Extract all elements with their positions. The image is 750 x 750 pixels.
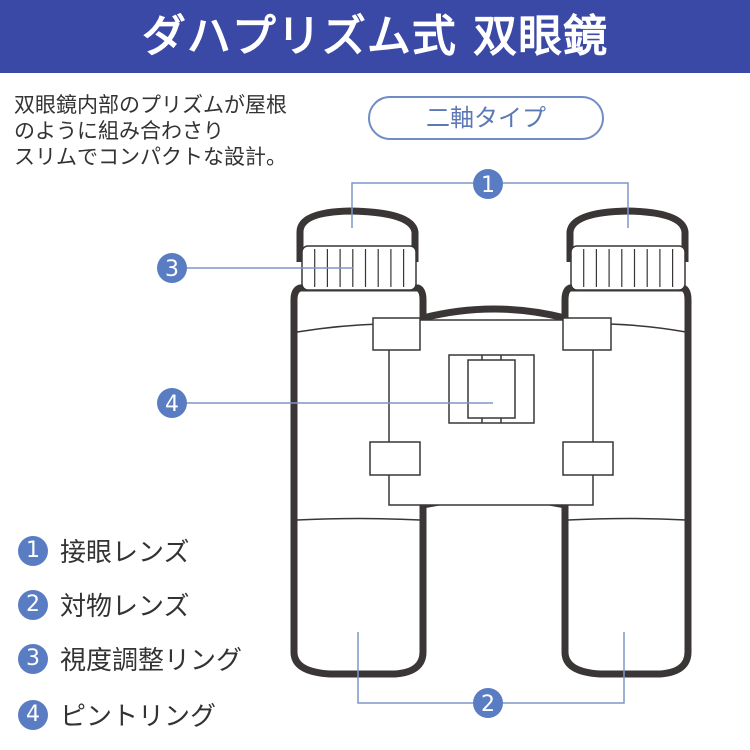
type-badge: 二軸タイプ [368,96,604,140]
hinge-block [562,441,614,476]
legend-label: ピントリング [60,702,217,732]
left-objective-barrel [290,512,427,678]
hinge-block [372,317,421,351]
description-line: のように組み合わさり [14,119,224,143]
description-line: スリムでコンパクトな設計。 [14,145,287,169]
legend-label: 対物レンズ [60,592,190,622]
right-focus-ring [570,245,686,291]
callout-3: 3 [157,253,187,283]
legend-item: 3 視度調整リング [18,640,242,677]
description-line: 双眼鏡内部のプリズムが屋根 [14,93,287,117]
svg-text:4: 4 [165,392,179,417]
legend-item: 1 接眼レンズ [18,532,189,569]
legend-label: 視度調整リング [60,646,243,676]
svg-text:2: 2 [481,692,495,717]
callout-4: 4 [157,388,187,418]
legend-label: 接眼レンズ [60,538,190,568]
legend-number: 1 [18,535,48,566]
legend-number: 2 [18,589,48,620]
legend-number: 3 [18,643,48,674]
callouts: 1 3 4 2 [157,169,503,718]
legend-number: 4 [18,699,48,730]
svg-text:3: 3 [165,257,179,282]
hinge-block [562,317,612,351]
hinge-block [369,441,421,476]
svg-text:1: 1 [481,173,495,198]
focus-wheel [467,359,516,419]
details [296,245,687,521]
page-title: ダハプリズム式 双眼鏡 [0,0,750,73]
description: 双眼鏡内部のプリズムが屋根 のように組み合わさり スリムでコンパクトな設計。 [14,92,287,170]
callout-2: 2 [473,688,503,718]
callout-1: 1 [473,169,503,199]
legend-item: 4 ピントリング [18,696,216,733]
right-objective-barrel [561,512,692,678]
legend-item: 2 対物レンズ [18,586,189,623]
focus-ring-ridges [314,249,674,287]
